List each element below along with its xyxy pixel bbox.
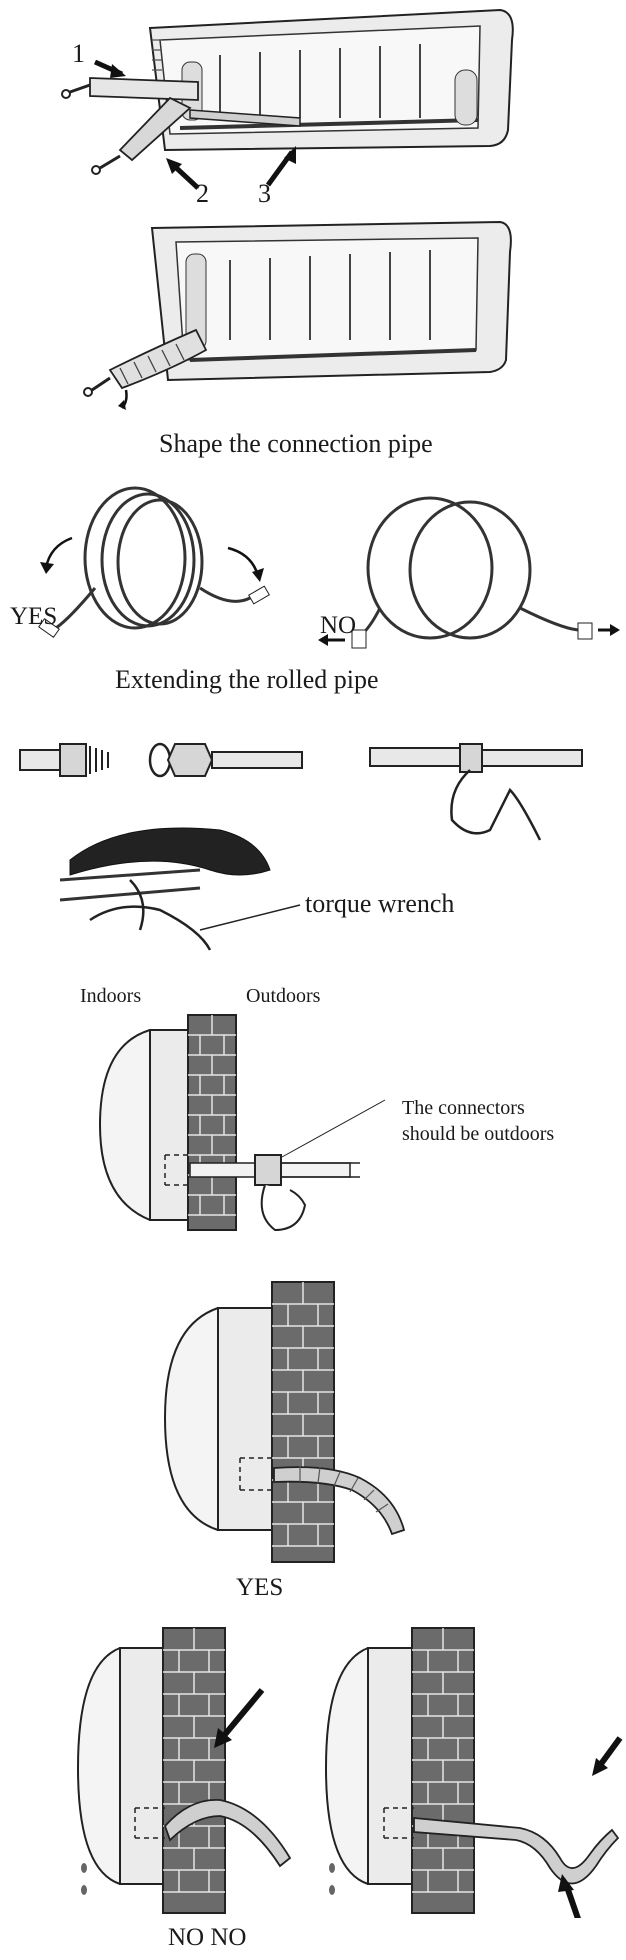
correct-routing-illustration (163, 1281, 406, 1563)
panel-incorrect-routing: NO NO (0, 1618, 626, 1960)
indoors-label: Indoors (80, 985, 142, 1007)
panel-torque-wrench: torque wrench (0, 730, 626, 960)
extend-pipe-caption: Extending the rolled pipe (115, 665, 379, 694)
wall-connector-illustration (98, 1014, 386, 1232)
incorrect-verdict: NO NO (168, 1924, 247, 1951)
indoor-unit-rear-illustration (61, 8, 514, 190)
indoor-unit-wrapped-pipe-illustration (83, 220, 512, 410)
connector-note-line1: The connectors (402, 1097, 525, 1119)
connector-note-line2: should be outdoors (402, 1123, 555, 1145)
torque-wrench-label: torque wrench (305, 889, 455, 918)
correct-verdict: YES (236, 1574, 284, 1601)
panel-pipe-routing: 1 2 3 (0, 0, 626, 208)
callout-1: 1 (72, 39, 85, 68)
flare-connection-illustration (19, 742, 583, 951)
yes-label: YES (10, 603, 58, 630)
outdoors-label: Outdoors (246, 985, 321, 1007)
panel-shape-pipe: Shape the connection pipe (0, 210, 626, 470)
panel-extend-rolled-pipe: YES NO Extending the rolled pipe (0, 478, 626, 728)
rolled-pipe-illustration (38, 486, 620, 649)
panel-correct-routing: YES (0, 1268, 626, 1618)
callout-2: 2 (196, 179, 209, 208)
shape-pipe-caption: Shape the connection pipe (159, 429, 433, 458)
panel-connector-outdoors: Indoors Outdoors The connectors should b… (0, 975, 626, 1245)
incorrect-routing-illustration (76, 1627, 623, 1918)
no-label: NO (320, 612, 357, 639)
callout-3: 3 (258, 179, 271, 208)
